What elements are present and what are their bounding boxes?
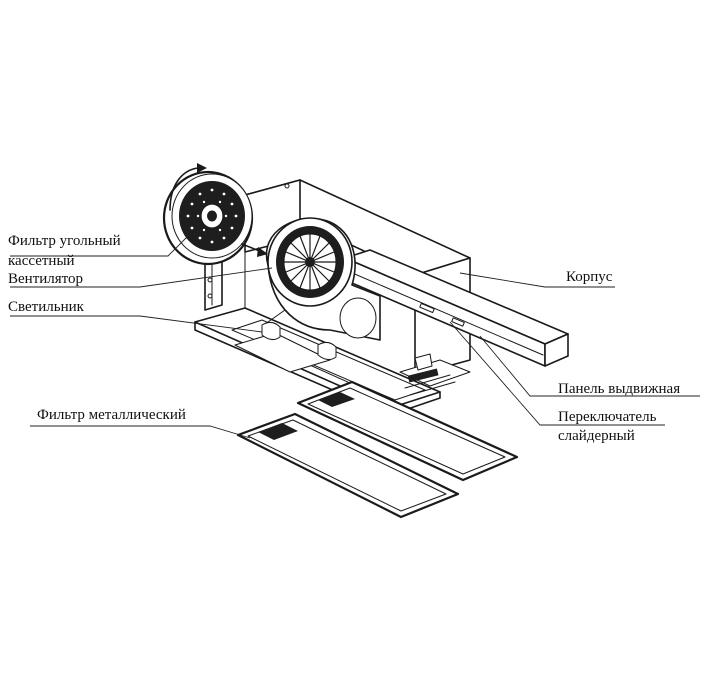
light-unit [234,309,337,373]
leader-lines [10,231,700,439]
fan-housing [265,217,381,341]
label-carbon-filter-line1: Фильтр угольный [8,233,121,249]
slider-switch [399,353,471,396]
label-carbon-filter-line2: кассетный [8,253,75,269]
label-metal-filter: Фильтр металлический [37,407,186,423]
label-switch-line2: слайдерный [558,428,635,444]
metal-filter-upper [296,380,519,482]
sliding-panel [344,249,569,367]
label-light: Светильник [8,299,84,315]
label-switch-line1: Переключатель [558,409,657,425]
label-fan: Вентилятор [8,271,84,287]
carbon-filter [162,163,268,266]
label-sliding-panel: Панель выдвижная [558,381,681,397]
metal-filter-lower [236,412,460,519]
label-body: Корпус [566,269,613,285]
